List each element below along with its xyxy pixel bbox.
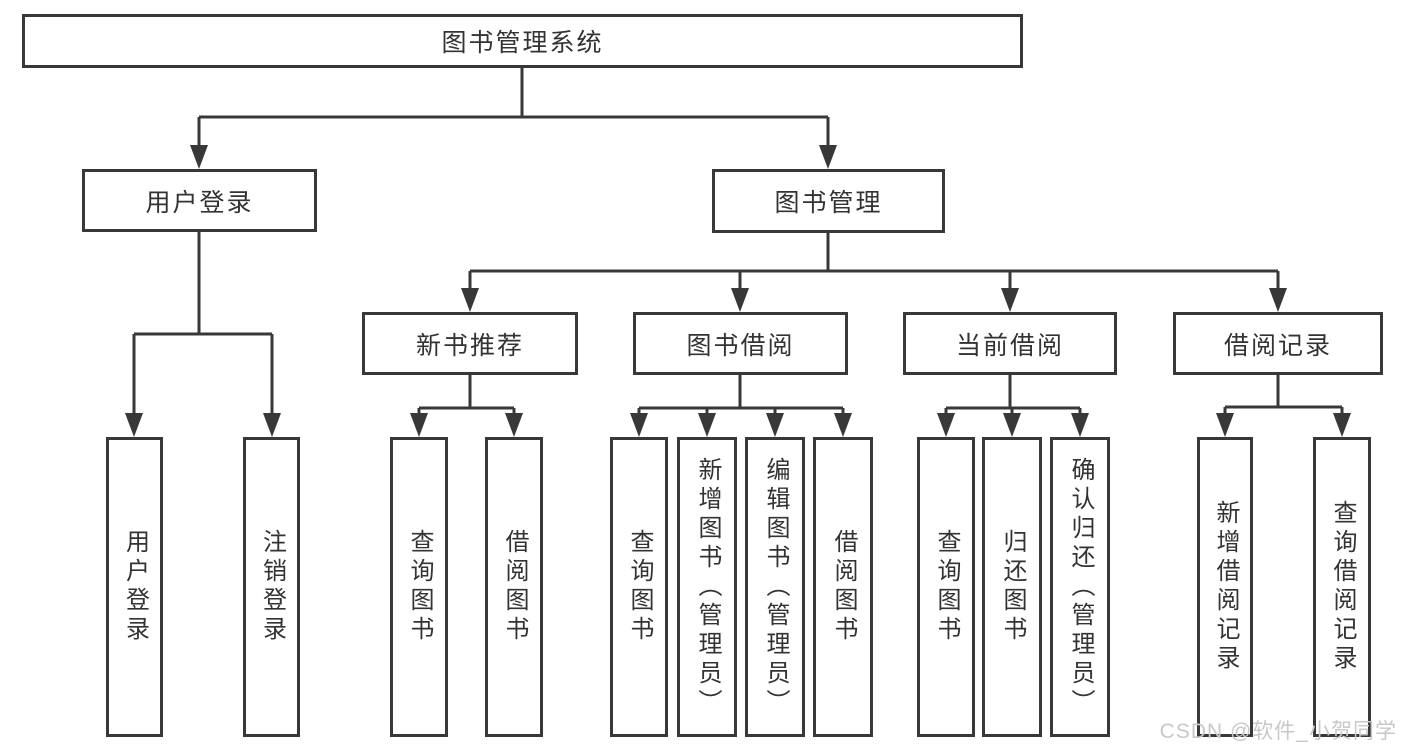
arrowhead: [505, 413, 523, 437]
arrowhead: [766, 413, 784, 437]
arrowhead: [731, 288, 749, 312]
leaf-confirm-return-admin: 确认归还（管理员）: [1050, 437, 1110, 737]
arrowheads: [125, 145, 1351, 437]
arrowhead: [630, 413, 648, 437]
edge-currentborrow-to-leaves: [944, 375, 1082, 418]
node-new-book-recommend: 新书推荐: [362, 312, 578, 375]
node-book-management: 图书管理: [712, 169, 945, 233]
arrowhead: [1333, 413, 1351, 437]
arrowhead: [125, 413, 143, 437]
leaf-borrow-books: 借阅图书: [813, 437, 873, 737]
node-borrow-records: 借阅记录: [1173, 312, 1383, 375]
node-label: 确认归还（管理员）: [1067, 456, 1094, 718]
leaf-add-book-admin: 新增图书（管理员）: [677, 437, 737, 737]
node-label: 注销登录: [258, 529, 286, 645]
arrowhead: [1071, 413, 1089, 437]
edge-newbook-to-leaves: [417, 375, 516, 418]
node-label: 图书管理: [774, 189, 883, 217]
node-label: 借阅记录: [1223, 331, 1332, 360]
leaf-user-login: 用户登录: [106, 437, 163, 737]
leaf-query-books-recommend: 查询图书: [390, 437, 448, 737]
edge-bookborrow-to-leaves: [637, 375, 845, 418]
arrowhead: [263, 413, 281, 437]
leaf-query-borrow-record: 查询借阅记录: [1313, 437, 1371, 737]
node-label: 新增借阅记录: [1212, 500, 1239, 674]
leaf-query-books-borrow: 查询图书: [610, 437, 668, 737]
node-root-library-system: 图书管理系统: [22, 14, 1023, 68]
node-label: 借阅图书: [501, 529, 528, 645]
node-label: 当前借阅: [955, 331, 1064, 360]
leaf-logout: 注销登录: [243, 437, 300, 737]
node-label: 查询借阅记录: [1329, 500, 1356, 674]
node-label: 查询图书: [933, 529, 960, 645]
node-book-borrow: 图书借阅: [633, 312, 848, 375]
arrowhead: [1216, 413, 1234, 437]
node-label: 图书借阅: [686, 331, 795, 360]
arrowhead: [410, 413, 428, 437]
arrowhead: [461, 288, 479, 312]
arrowhead: [819, 145, 837, 169]
leaf-return-book: 归还图书: [982, 437, 1042, 737]
node-current-borrow: 当前借阅: [903, 312, 1117, 375]
edge-bookmgmt-to-level3: [468, 233, 1280, 291]
edge-root-to-level2: [197, 68, 830, 150]
arrowhead: [937, 413, 955, 437]
node-label: 借阅图书: [830, 529, 857, 645]
arrowhead: [1001, 288, 1019, 312]
node-label: 新书推荐: [415, 331, 524, 360]
node-label: 查询图书: [406, 529, 433, 645]
arrowhead: [1003, 413, 1021, 437]
node-label: 归还图书: [999, 529, 1026, 645]
leaf-borrow-books-recommend: 借阅图书: [485, 437, 543, 737]
node-user-login: 用户登录: [82, 169, 317, 232]
arrowhead: [834, 413, 852, 437]
edge-records-to-leaves: [1223, 375, 1344, 418]
node-label: 用户登录: [121, 529, 149, 645]
edge-userlogin-to-leaves: [132, 232, 274, 418]
arrowhead: [1269, 288, 1287, 312]
arrowhead: [698, 413, 716, 437]
leaf-query-books-current: 查询图书: [917, 437, 975, 737]
node-label: 用户登录: [145, 188, 254, 217]
node-label: 新增图书（管理员）: [694, 456, 721, 718]
node-label: 查询图书: [626, 529, 653, 645]
csdn-watermark: CSDN @软件_小贺同学: [1159, 720, 1397, 743]
arrowhead: [190, 145, 208, 169]
node-label: 编辑图书（管理员）: [762, 456, 789, 718]
leaf-add-borrow-record: 新增借阅记录: [1197, 437, 1253, 737]
leaf-edit-book-admin: 编辑图书（管理员）: [745, 437, 805, 737]
node-label: 图书管理系统: [441, 29, 604, 57]
